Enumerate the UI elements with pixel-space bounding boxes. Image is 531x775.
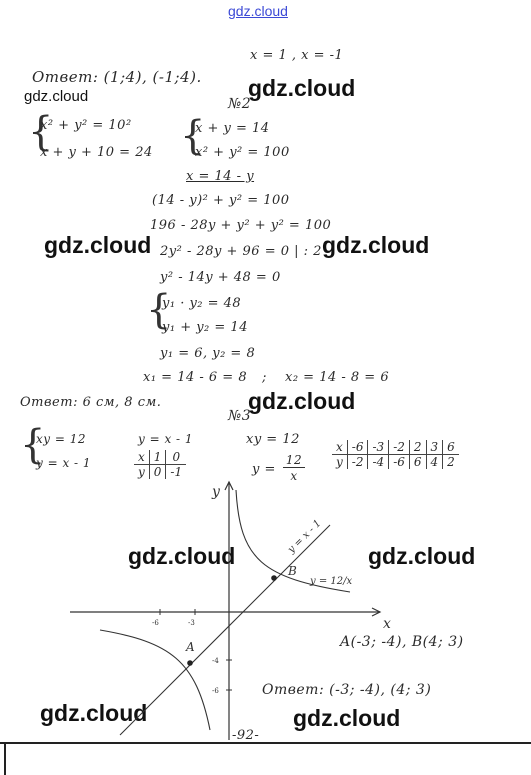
sys3-eq1: xy = 12 [36,432,86,446]
separator: ; [262,370,267,385]
table-cell: -2 [346,454,368,469]
sys2-eq1: x + y = 14 [195,121,270,136]
system-brace: { [180,113,206,159]
table-cell: y [138,465,145,479]
table-cell: -6 [346,440,368,455]
task-number-3: №3 [228,408,252,424]
answer-2: Ответ: 6 см, 8 см. [20,395,162,410]
hyperbola-value-table: x -6 -3 -2 2 3 6 y -2 -4 -6 6 4 2 [332,440,459,469]
point-b-label: B [287,564,297,578]
answer-1: Ответ: (1;4), (-1;4). [32,68,202,86]
watermark: gdz.cloud [128,543,236,569]
point-a-label: A [185,640,195,654]
line-y-equals-x-minus-1 [119,524,331,736]
step-1: (14 - y)² + y² = 100 [152,193,290,208]
page-bottom-border [0,742,531,744]
y-axis-label: y [211,484,221,500]
sys2-eq2: x² + y² = 100 [195,145,290,160]
root-x2: x₂ = 14 - 8 = 6 [285,370,390,385]
root-x1: x₁ = 14 - 6 = 8 [143,370,248,385]
vieta-product: y₁ · y₂ = 48 [162,296,242,311]
watermark: gdz.cloud [248,75,356,101]
sys1-eq2: x + y + 10 = 24 [40,145,153,160]
watermark: gdz.cloud [44,232,152,258]
step-3: 2y² - 28y + 96 = 0 | : 2 [160,244,322,259]
y-axis-arrow-icon [224,480,234,491]
step-2: 196 - 28y + y² + y² = 100 [150,218,332,233]
step-4: y² - 14y + 48 = 0 [160,270,281,285]
system-brace: { [28,109,54,155]
table-cell: 2 [442,454,459,469]
line-equation: y = x - 1 [138,432,194,446]
watermark: gdz.cloud [368,543,476,569]
table-cell: 6 [442,440,459,455]
sys3-eq2: y = x - 1 [36,456,92,470]
table-cell: 6 [408,454,427,469]
watermark-top[interactable]: gdz.cloud [228,3,288,19]
hyperbola-label: y = 12/x [309,576,352,587]
system-brace: { [20,422,46,468]
tick-label: -6 [212,687,219,695]
watermark: gdz.cloud [248,388,356,414]
table-cell: x [134,450,150,465]
hyperbola-fraction-numerator: 12 [283,453,305,468]
hyperbola-fraction-denominator: x [290,469,298,483]
table-cell: 4 [425,454,443,469]
hyperbola-branch-negative [99,629,211,731]
hyperbola-branch-positive [235,489,351,593]
watermark: gdz.cloud [40,700,148,726]
vieta-sum: y₁ + y₂ = 14 [162,320,248,335]
hyperbola-equation-left: y = [252,462,276,477]
point-b [271,575,277,581]
hyperbola-relation: xy = 12 [246,432,300,447]
roots-line: x = 1 , x = -1 [250,48,344,63]
table-cell: 0 [165,450,187,465]
x-axis-label: x [383,616,391,632]
point-a [187,660,193,666]
table-cell: y [336,455,343,469]
table-cell: 0 [148,464,166,479]
table-cell: -1 [165,464,187,479]
watermark-small: gdz.cloud [24,88,89,105]
table-cell: -2 [388,440,410,455]
x-axis-arrow-icon [371,607,382,617]
intersection-points: A(-3; -4), B(4; 3) [340,634,464,650]
watermark: gdz.cloud [293,705,401,731]
table-cell: 2 [408,440,427,455]
watermark: gdz.cloud [322,232,430,258]
page-left-border [4,742,6,775]
table-cell: x [332,440,348,455]
table-cell: 3 [425,440,443,455]
system-brace: { [146,287,172,333]
substitution: x = 14 - y [186,169,255,184]
sys1-eq1: x² + y² = 10² [40,118,132,133]
tick-label: -3 [188,619,195,627]
table-cell: 1 [148,450,166,465]
tick-label: -6 [152,619,159,627]
tick-label: -4 [212,657,219,665]
page-number: -92- [232,728,260,743]
line-value-table: x 1 0 y 0 -1 [134,450,187,479]
table-cell: -3 [367,440,389,455]
table-cell: -4 [367,454,389,469]
task-number-2: №2 [228,96,252,112]
roots-y: y₁ = 6, y₂ = 8 [160,346,256,361]
table-cell: -6 [388,454,410,469]
answer-3: Ответ: (-3; -4), (4; 3) [262,682,432,698]
